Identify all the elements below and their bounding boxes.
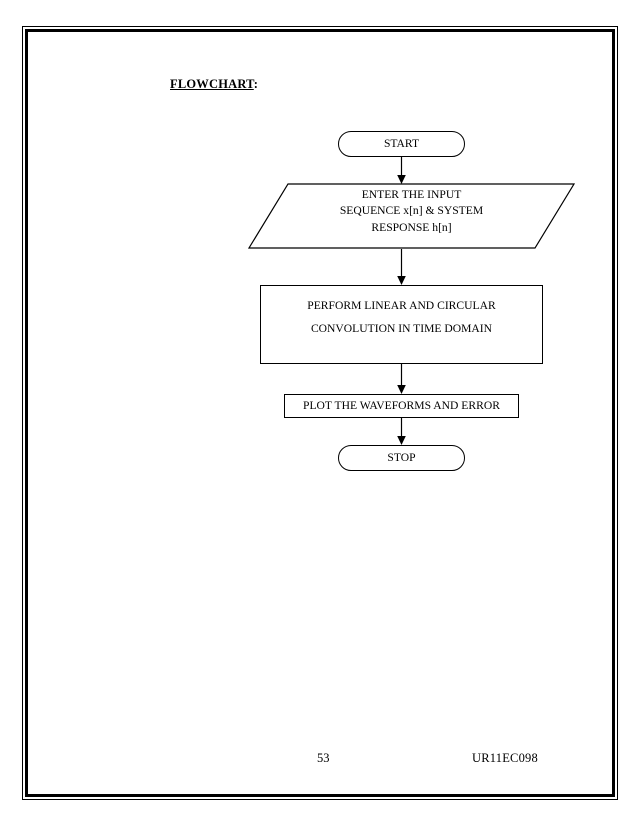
flowchart-node-process: PERFORM LINEAR AND CIRCULAR CONVOLUTION … (260, 285, 543, 364)
flowchart-node-input-text: ENTER THE INPUT SEQUENCE x[n] & SYSTEM R… (248, 187, 575, 236)
connector-plot-to-stop (397, 418, 406, 445)
flowchart-node-input-line-1: ENTER THE INPUT (361, 188, 462, 201)
page-border-inner (25, 29, 615, 797)
flowchart-diagram: START ENTER THE INPUT SEQUENCE x[n] & SY… (29, 33, 611, 793)
page-title-colon: : (253, 77, 259, 91)
flowchart-node-plot: PLOT THE WAVEFORMS AND ERROR (284, 394, 519, 418)
flowchart-node-process-line-1: PERFORM LINEAR AND CIRCULAR (307, 299, 496, 312)
parallelogram-shape (248, 183, 575, 249)
flowchart-node-stop-label: STOP (387, 451, 416, 465)
flowchart-node-stop: STOP (338, 445, 465, 471)
flowchart-node-input: ENTER THE INPUT SEQUENCE x[n] & SYSTEM R… (248, 183, 575, 249)
footer-document-id: UR11EC098 (472, 751, 538, 765)
page-title-underlined: FLOWCHART (170, 77, 254, 91)
flowchart-node-process-line-2: CONVOLUTION IN TIME DOMAIN (310, 322, 493, 336)
page-border-outer (22, 26, 618, 800)
flowchart-node-plot-label: PLOT THE WAVEFORMS AND ERROR (303, 399, 500, 413)
flowchart-node-start: START (338, 131, 465, 157)
page-title: FLOWCHART: (170, 77, 258, 92)
page-footer: 53 UR11EC098 (29, 751, 611, 771)
flowchart-node-start-label: START (383, 137, 420, 151)
connector-process-to-plot (397, 364, 406, 394)
footer-page-number: 53 (317, 751, 330, 765)
flowchart-node-input-line-3: RESPONSE h[n] (371, 220, 452, 234)
connector-start-to-input (397, 157, 406, 184)
connector-input-to-process (397, 249, 406, 285)
page-content: FLOWCHART: START (29, 33, 611, 793)
flowchart-node-input-line-2: SEQUENCE x[n] & SYSTEM (339, 204, 484, 218)
